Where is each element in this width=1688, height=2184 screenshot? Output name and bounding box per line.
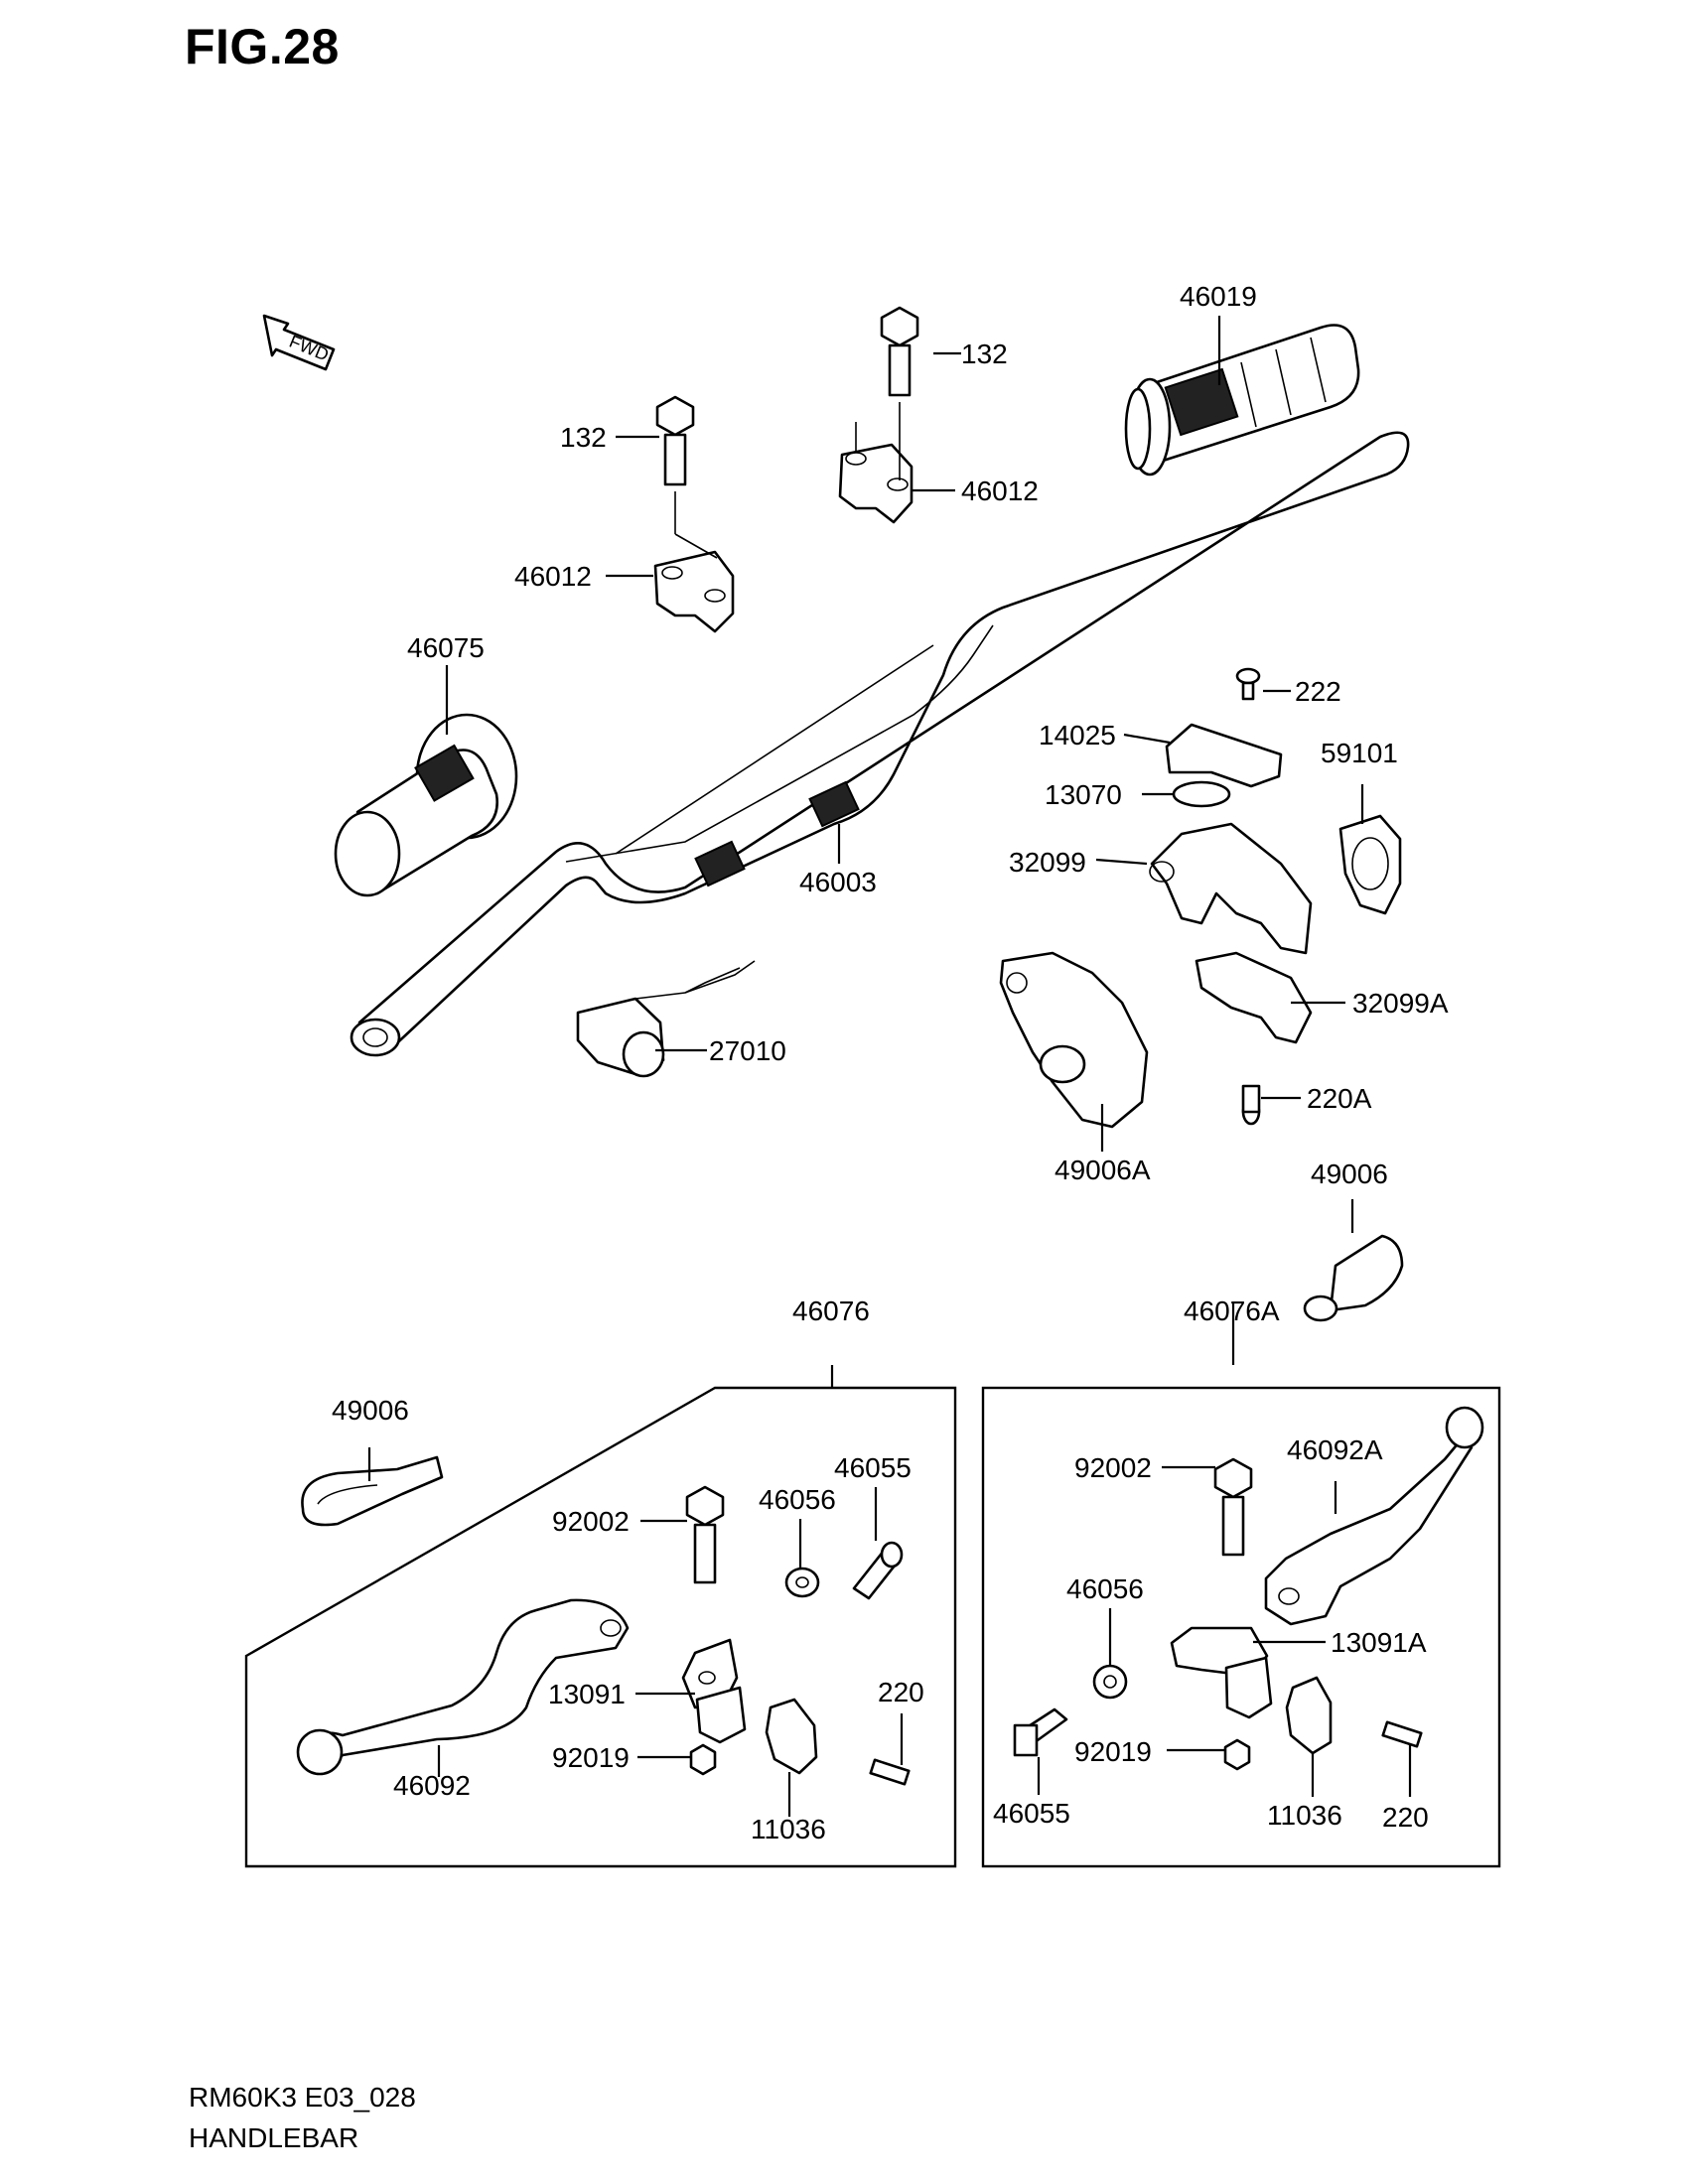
callout-13070: 13070 [1045, 779, 1122, 810]
bolt-132-b [880, 306, 919, 397]
lever-assembly-46076-box [244, 1386, 957, 1868]
housing-32099 [1149, 822, 1313, 955]
grip-right-46019 [1124, 324, 1360, 477]
callout-46012-left: 46012 [514, 561, 592, 592]
callout-92019-left: 92019 [552, 1742, 630, 1773]
callout-46056-right: 46056 [1066, 1573, 1144, 1604]
callout-46012-right: 46012 [961, 476, 1039, 506]
handlebar-tube [350, 431, 1410, 1057]
grip-left-46075 [334, 713, 518, 897]
cover-14025 [1165, 723, 1283, 788]
adjuster-46055-b [1013, 1707, 1068, 1757]
bolt-92002-b [1213, 1457, 1253, 1557]
bolt-132-a [655, 395, 695, 486]
lever-assembly-46076A-box [981, 1386, 1501, 1868]
boot-49006-a [1303, 1234, 1404, 1322]
callout-220-left: 220 [878, 1677, 924, 1707]
callout-11036-left: 11036 [751, 1814, 826, 1844]
figure-title: FIG.28 [185, 19, 340, 74]
callout-46076: 46076 [792, 1296, 870, 1326]
callout-27010: 27010 [709, 1035, 786, 1066]
nut-92019-a [689, 1743, 717, 1776]
bracket-13091A [1170, 1626, 1273, 1719]
callout-14025: 14025 [1039, 720, 1116, 751]
callout-46092: 46092 [393, 1770, 471, 1801]
callout-46075: 46075 [407, 632, 485, 663]
leader-lines [367, 316, 1412, 1817]
callout-46092A: 46092A [1287, 1434, 1383, 1465]
callout-59101: 59101 [1321, 738, 1398, 768]
guard-49006A [999, 951, 1149, 1129]
callout-13091A: 13091A [1331, 1627, 1427, 1658]
callout-46019: 46019 [1180, 281, 1257, 312]
housing-32099A [1195, 951, 1313, 1044]
boot-49006-b [301, 1455, 444, 1527]
callout-49006-top: 49006 [1311, 1159, 1388, 1189]
callout-132-left: 132 [560, 422, 607, 453]
callout-46076A: 46076A [1184, 1296, 1280, 1326]
screw-220-a [869, 1758, 911, 1786]
callout-49006A: 49006A [1055, 1155, 1151, 1185]
callout-220-right: 220 [1382, 1802, 1429, 1833]
switch-27010 [576, 960, 756, 1078]
callout-132-right: 132 [961, 339, 1008, 369]
bracket-13091 [681, 1638, 747, 1744]
screw-220A [1241, 1084, 1261, 1126]
lever-46092 [296, 1598, 630, 1776]
callout-92002-right: 92002 [1074, 1452, 1152, 1483]
callout-32099A: 32099A [1352, 988, 1449, 1019]
callout-92002-left: 92002 [552, 1506, 630, 1537]
callout-46055-right: 46055 [993, 1798, 1070, 1829]
nut-92019-b [1223, 1738, 1251, 1771]
callout-32099: 32099 [1009, 847, 1086, 878]
callout-11036-right: 11036 [1267, 1800, 1342, 1831]
part-59101 [1338, 814, 1402, 915]
adjuster-46055-a [852, 1541, 904, 1600]
adjuster-46056-b [1092, 1664, 1128, 1700]
callout-92019-right: 92019 [1074, 1736, 1152, 1767]
callout-222: 222 [1295, 676, 1341, 707]
screw-220-b [1381, 1720, 1423, 1748]
callout-13091: 13091 [548, 1679, 626, 1709]
clamp-11036-a [765, 1698, 818, 1775]
holder-46012-a [653, 491, 735, 633]
lever-46092A [1264, 1406, 1484, 1626]
callout-220A: 220A [1307, 1083, 1372, 1114]
screw-222 [1235, 667, 1261, 701]
footer-section-name: HANDLEBAR [189, 2122, 359, 2153]
callout-46003: 46003 [799, 867, 877, 897]
adjuster-46056-a [784, 1567, 820, 1598]
callout-46055-left: 46055 [834, 1452, 912, 1483]
fwd-arrow-icon: FWD [262, 314, 336, 371]
ring-13070 [1172, 780, 1231, 808]
callout-49006-left: 49006 [332, 1395, 409, 1426]
bolt-92002-a [685, 1485, 725, 1584]
clamp-11036-b [1285, 1676, 1333, 1755]
callout-46056-left: 46056 [759, 1484, 836, 1515]
holder-46012-b [838, 402, 914, 524]
callout-labels: 46019 132 132 46012 46012 46075 46003 27… [332, 281, 1449, 1844]
footer-model-code: RM60K3 E03_028 [189, 2082, 416, 2113]
